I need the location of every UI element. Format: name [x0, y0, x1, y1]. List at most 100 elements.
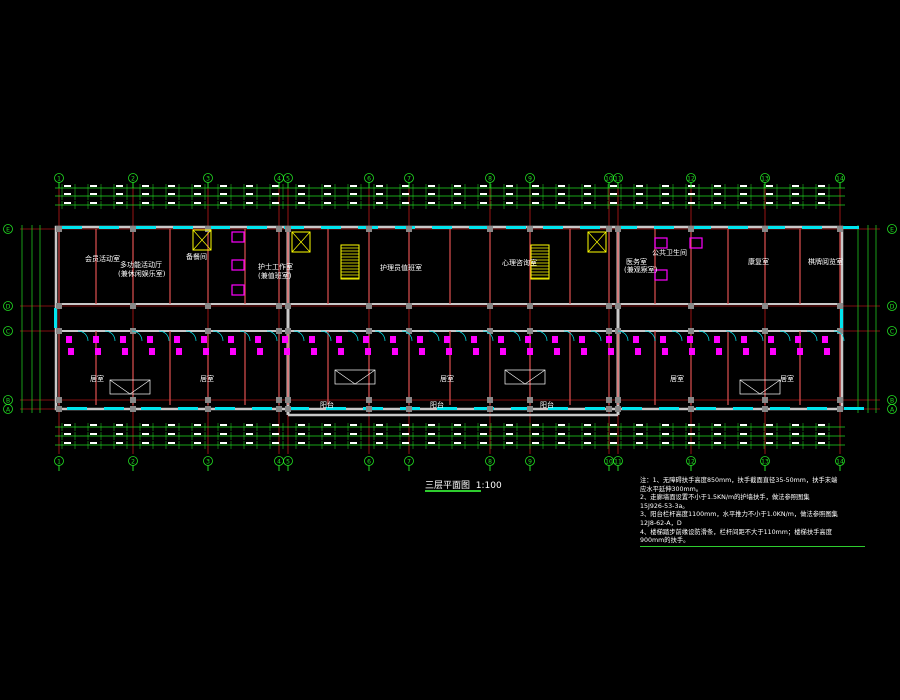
- toilet-fixture: [122, 348, 128, 355]
- column: [285, 397, 291, 403]
- door-swing: [158, 330, 170, 342]
- dimension-text: [298, 433, 305, 435]
- toilet-fixture: [309, 336, 315, 343]
- dimension-text: [168, 193, 175, 195]
- dimension-text: [90, 193, 97, 195]
- axis-bubble: [613, 173, 623, 183]
- dimension-text: [220, 202, 227, 204]
- axis-label: 11: [614, 176, 622, 183]
- dimension-text: [454, 433, 461, 435]
- column: [276, 397, 282, 403]
- column: [406, 406, 412, 412]
- axis-label: 10: [605, 176, 613, 183]
- axis-bubble: [54, 173, 64, 183]
- dimension-text: [662, 433, 669, 435]
- column: [527, 328, 533, 334]
- column: [130, 397, 136, 403]
- axis-label: 12: [687, 459, 695, 466]
- axis-bubble: [203, 173, 213, 183]
- axis-bubble: [760, 456, 770, 466]
- toilet-fixture: [203, 348, 209, 355]
- toilet-fixture: [93, 336, 99, 343]
- dimension-text: [506, 185, 513, 187]
- toilet-fixture: [500, 348, 506, 355]
- door-swing: [617, 330, 629, 342]
- toilet-fixture: [635, 348, 641, 355]
- axis-label: C: [890, 329, 894, 336]
- elevator: [587, 231, 607, 253]
- toilet-fixture: [95, 348, 101, 355]
- dimension-text: [220, 442, 227, 444]
- dimension-text: [194, 185, 201, 187]
- axis-label: 14: [836, 176, 844, 183]
- door-swing: [293, 330, 305, 342]
- door-swing: [806, 330, 818, 342]
- axis-bubble: [525, 173, 535, 183]
- column: [615, 226, 621, 232]
- door-swing: [104, 330, 116, 342]
- dimension-text: [64, 442, 71, 444]
- toilet-fixture: [768, 336, 774, 343]
- window: [215, 407, 235, 410]
- column: [837, 397, 843, 403]
- window: [67, 407, 87, 410]
- column: [487, 328, 493, 334]
- window: [474, 407, 494, 410]
- dimension-text: [662, 202, 669, 204]
- column: [366, 303, 372, 309]
- column: [205, 226, 211, 232]
- axis-label: 13: [761, 176, 769, 183]
- toilet-fixture: [716, 348, 722, 355]
- dimension-text: [740, 202, 747, 204]
- axis-bubble: [3, 301, 13, 311]
- room-label: 康复室: [748, 258, 769, 266]
- column: [527, 226, 533, 232]
- column: [837, 328, 843, 334]
- dimension-text: [792, 442, 799, 444]
- column: [56, 226, 62, 232]
- column: [56, 397, 62, 403]
- dimension-text: [298, 442, 305, 444]
- dimension-text: [116, 202, 123, 204]
- axis-bubble: [404, 173, 414, 183]
- window: [585, 407, 605, 410]
- door-swing: [698, 330, 710, 342]
- column: [615, 303, 621, 309]
- dimension-text: [168, 433, 175, 435]
- restroom-fixture: [231, 231, 245, 243]
- window: [844, 407, 864, 410]
- column: [276, 406, 282, 412]
- window: [178, 407, 198, 410]
- dimension-text: [402, 442, 409, 444]
- dimension-text: [428, 185, 435, 187]
- toilet-fixture: [525, 336, 531, 343]
- dimension-text: [246, 424, 253, 426]
- dimension-text: [428, 424, 435, 426]
- dimension-text: [402, 202, 409, 204]
- room-label: 阳台: [320, 401, 334, 409]
- dimension-text: [298, 193, 305, 195]
- bed: [109, 379, 151, 395]
- window: [765, 226, 785, 229]
- dimension-text: [688, 424, 695, 426]
- dimension-text: [480, 424, 487, 426]
- dimension-text: [506, 424, 513, 426]
- stair: [530, 244, 550, 280]
- dimension-text: [272, 202, 279, 204]
- column: [688, 226, 694, 232]
- axis-bubble: [887, 224, 897, 234]
- dimension-text: [90, 442, 97, 444]
- axis-label: 4: [277, 459, 281, 466]
- dimension-text: [168, 442, 175, 444]
- dimension-text: [558, 433, 565, 435]
- dimension-text: [740, 185, 747, 187]
- window: [839, 226, 859, 229]
- bed-mark: [334, 369, 376, 385]
- axis-label: 11: [614, 459, 622, 466]
- elevator-cross: [291, 231, 311, 253]
- dimension-text: [480, 202, 487, 204]
- door-swing: [833, 330, 845, 342]
- bed: [739, 379, 781, 395]
- dimension-text: [64, 424, 71, 426]
- dimension-text: [376, 193, 383, 195]
